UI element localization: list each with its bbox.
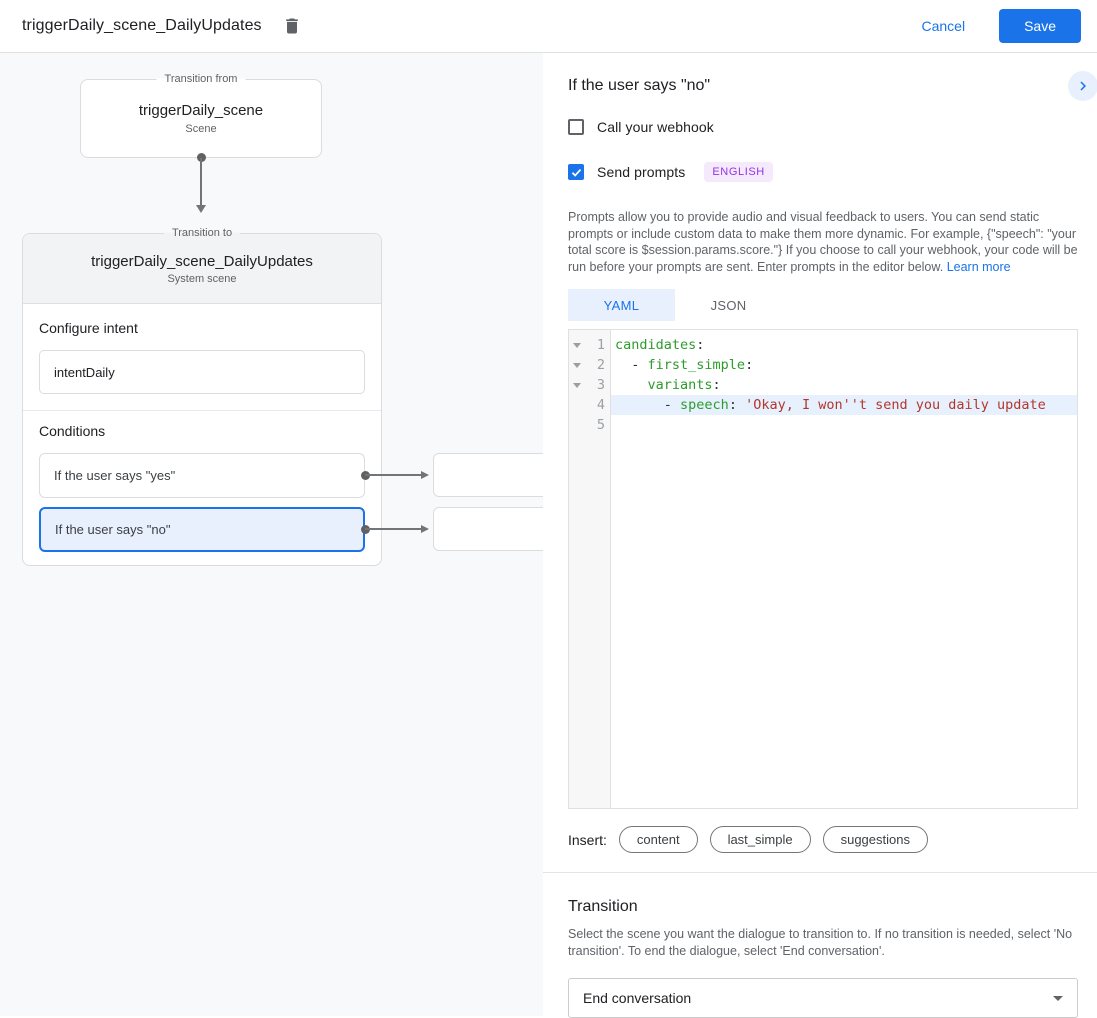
trash-icon [282,16,302,36]
connector-line [200,158,202,205]
panel-divider [543,872,1097,873]
code-token [615,377,648,393]
top-bar: triggerDaily_scene_DailyUpdates Cancel S… [0,0,1097,53]
webhook-checkbox[interactable] [568,119,584,135]
send-prompts-checkbox[interactable] [568,164,584,180]
tab-json[interactable]: JSON [710,297,747,313]
webhook-checkbox-row[interactable]: Call your webhook [568,119,1078,135]
code-token: candidates [615,337,697,353]
from-scene-type: Scene [185,123,217,135]
tab-yaml[interactable]: YAML [568,289,675,321]
code-token: - [615,397,681,413]
check-icon [570,166,583,179]
triangle-down-icon[interactable] [573,343,581,348]
condition-detail-panel: If the user says "no" Call your webhook [543,53,1097,1018]
conditions-heading: Conditions [39,423,106,439]
code-token: : [745,357,754,373]
condition-item-yes[interactable]: If the user says "yes" [39,453,365,498]
line-number: 5 [596,417,605,433]
connector-arrowhead-icon [196,205,206,213]
gutter-row[interactable]: 4 [569,395,610,415]
code-token: : [728,397,746,413]
page-title: triggerDaily_scene_DailyUpdates [22,17,262,34]
intent-value: intentDaily [54,364,115,380]
save-button[interactable]: Save [999,9,1081,43]
condition-item-no[interactable]: If the user says "no" [39,507,365,552]
delete-scene-button[interactable] [280,14,304,38]
transition-select-value: End conversation [583,990,692,1006]
transition-to-label: Transition to [163,227,241,239]
target-scene-node[interactable] [433,453,543,497]
gutter-row[interactable]: 5 [569,415,610,435]
code-line [611,415,1077,435]
code-area[interactable]: candidates: - first_simple: variants: - … [611,330,1077,808]
code-token: first_simple [647,357,746,373]
gutter-row[interactable]: 3 [569,375,610,395]
collapse-panel-button[interactable] [1068,71,1097,101]
insert-chip-content[interactable]: content [618,826,698,853]
webhook-label: Call your webhook [597,119,714,135]
insert-label: Insert: [568,831,607,848]
scene-graph-canvas: Transition from triggerDaily_scene Scene… [0,53,543,1016]
from-scene-name: triggerDaily_scene [138,102,264,119]
section-divider [23,410,381,411]
line-number: 2 [596,357,605,373]
send-prompts-checkbox-row[interactable]: Send prompts ENGLISH [568,162,1078,182]
code-line: candidates: [611,335,1077,355]
connector-dot [197,153,206,162]
line-number: 1 [596,337,605,353]
code-token: : [712,377,721,393]
to-scene-name: triggerDaily_scene_DailyUpdates [91,252,313,270]
triangle-down-icon[interactable] [573,363,581,368]
connector-line [365,474,422,476]
transition-from-label: Transition from [156,73,246,85]
code-line: variants: [611,375,1077,395]
line-number: 4 [596,397,605,413]
intent-field[interactable]: intentDaily [39,350,365,394]
code-token: 'Okay, I won''t send you daily update [745,397,1046,413]
language-badge: ENGLISH [704,162,773,182]
code-token: : [696,337,705,353]
insert-toolbar: Insert: content last_simple suggestions [568,826,1078,853]
prompts-description-text: Prompts allow you to provide audio and v… [568,210,1078,274]
line-number: 3 [596,377,605,393]
condition-label: If the user says "yes" [54,468,176,483]
code-line-active: - speech: 'Okay, I won''t send you daily… [611,395,1077,415]
check-icon [570,121,583,134]
connector-arrowhead-icon [421,525,429,533]
chevron-right-icon [1074,77,1092,95]
caret-down-icon [1053,995,1063,1001]
triangle-down-icon[interactable] [573,383,581,388]
gutter-row[interactable]: 2 [569,355,610,375]
learn-more-link[interactable]: Learn more [946,259,1011,274]
configure-intent-heading: Configure intent [39,320,138,336]
code-token: variants [647,377,713,393]
insert-chip-suggestions[interactable]: suggestions [822,826,928,853]
transition-description: Select the scene you want the dialogue t… [568,927,1073,958]
editor-format-tabs: YAML JSON [568,289,1078,321]
connector-arrowhead-icon [421,471,429,479]
gutter-row[interactable]: 1 [569,335,610,355]
connector-line [365,528,422,530]
code-token: speech [680,397,729,413]
condition-label: If the user says "no" [55,522,171,537]
code-token: - [615,357,648,373]
prompts-description: Prompts allow you to provide audio and v… [568,209,1078,275]
send-prompts-label: Send prompts [597,164,686,180]
scene-header: triggerDaily_scene_DailyUpdates System s… [23,234,381,304]
transition-heading: Transition [568,898,638,915]
cancel-button[interactable]: Cancel [917,10,969,42]
target-scene-node[interactable] [433,507,543,551]
editor-gutter: 1 2 3 4 5 [569,330,611,808]
transition-select[interactable]: End conversation [568,978,1078,1018]
insert-chip-last-simple[interactable]: last_simple [709,826,811,853]
transition-to-node: Transition to triggerDaily_scene_DailyUp… [22,227,382,566]
panel-title: If the user says "no" [568,77,711,94]
to-scene-type: System scene [167,272,237,285]
transition-from-node[interactable]: Transition from triggerDaily_scene Scene [80,73,322,158]
code-line: - first_simple: [611,355,1077,375]
yaml-editor[interactable]: 1 2 3 4 5 [568,329,1078,809]
